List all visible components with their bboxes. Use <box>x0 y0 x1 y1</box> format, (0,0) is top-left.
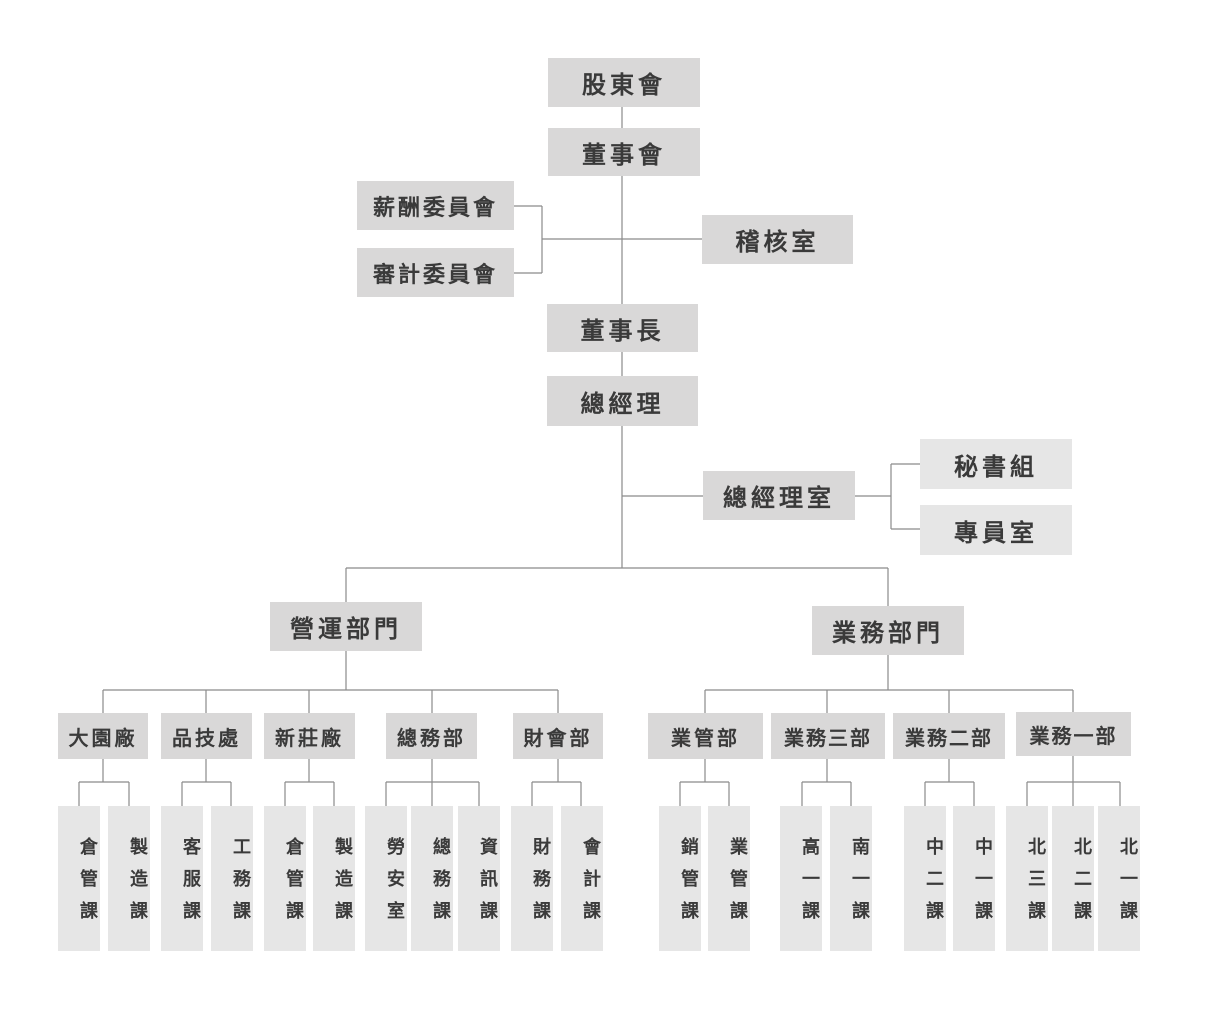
node-section-accounting: 會計課 <box>561 806 603 951</box>
node-dept-finance-accounting: 財會部 <box>513 713 603 759</box>
node-section-sales-admin: 銷管課 <box>659 806 701 951</box>
node-section-kaohsiung-1: 高一課 <box>780 806 822 951</box>
node-audit-office: 稽核室 <box>702 215 853 264</box>
node-section-general-affairs: 總務課 <box>411 806 453 951</box>
node-dept-dayuan-plant: 大園廠 <box>58 713 148 759</box>
node-business-division: 業務部門 <box>812 606 964 655</box>
node-section-north-1: 北一課 <box>1098 806 1140 951</box>
node-compensation-committee: 薪酬委員會 <box>357 181 514 230</box>
node-dept-business-2: 業務二部 <box>893 713 1005 759</box>
node-section-north-3: 北三課 <box>1006 806 1048 951</box>
node-section-xinzhuang-warehouse: 倉管課 <box>264 806 306 951</box>
node-chairman: 董事長 <box>547 304 698 352</box>
node-section-central-1: 中一課 <box>953 806 995 951</box>
node-dept-business-admin: 業管部 <box>648 713 763 759</box>
node-dept-general-affairs: 總務部 <box>386 713 477 759</box>
node-section-customer-service: 客服課 <box>161 806 203 951</box>
node-section-dayuan-warehouse: 倉管課 <box>58 806 100 951</box>
node-shareholders: 股東會 <box>548 58 700 107</box>
node-section-engineering: 工務課 <box>211 806 253 951</box>
node-dept-quality-tech: 品技處 <box>161 713 252 759</box>
node-dept-business-3: 業務三部 <box>771 713 885 759</box>
node-specialist-office: 專員室 <box>920 505 1072 555</box>
node-board: 董事會 <box>548 128 700 176</box>
node-section-central-2: 中二課 <box>904 806 946 951</box>
node-section-labor-safety: 勞安室 <box>365 806 407 951</box>
node-section-tainan-1: 南一課 <box>830 806 872 951</box>
node-dept-business-1: 業務一部 <box>1016 712 1131 756</box>
node-section-business-admin: 業管課 <box>708 806 750 951</box>
node-section-it: 資訊課 <box>458 806 500 951</box>
node-section-finance: 財務課 <box>511 806 553 951</box>
node-audit-committee: 審計委員會 <box>357 248 514 297</box>
node-section-xinzhuang-manufacturing: 製造課 <box>313 806 355 951</box>
node-secretariat: 秘書組 <box>920 439 1072 489</box>
node-section-dayuan-manufacturing: 製造課 <box>108 806 150 951</box>
node-section-north-2: 北二課 <box>1052 806 1094 951</box>
node-dept-xinzhuang-plant: 新莊廠 <box>264 713 355 759</box>
node-operations-division: 營運部門 <box>270 602 422 651</box>
node-gm-office: 總經理室 <box>703 471 855 520</box>
node-general-manager: 總經理 <box>547 376 698 426</box>
